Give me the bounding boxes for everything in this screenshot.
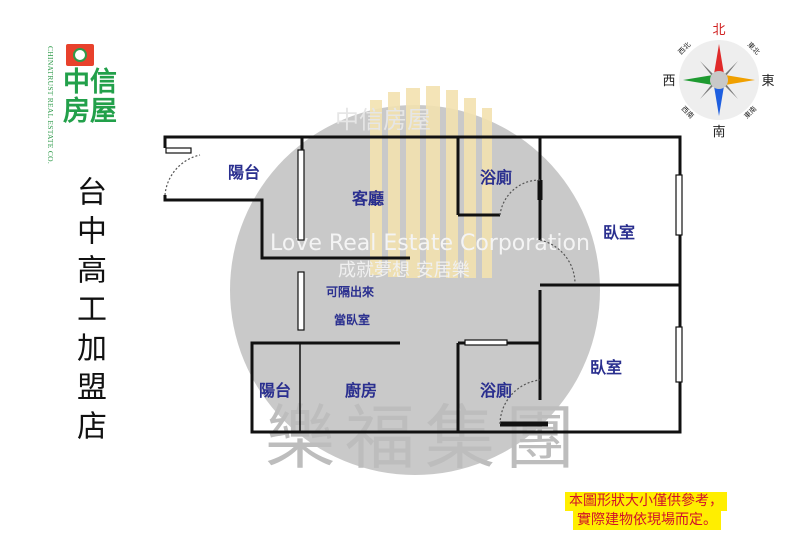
windows [165, 147, 683, 383]
label-bedroom-bottom: 臥室 [590, 358, 622, 377]
compass: 北 南 東 西 東北 西北 東南 西南 [662, 23, 774, 140]
watermark-english: Love Real Estate Corporation [270, 231, 590, 256]
label-balcony-bottom: 陽台 [259, 381, 291, 400]
store-name: 台中高工加盟店 [71, 176, 106, 449]
compass-north: 北 [712, 23, 725, 38]
room-labels: 陽台 客廳 浴廁 臥室 可隔出來 當臥室 陽台 廚房 浴廁 臥室 [228, 163, 635, 400]
watermark-slogan: 成就夢想 安居樂 [338, 260, 470, 281]
label-kitchen: 廚房 [345, 381, 377, 400]
compass-south: 南 [712, 124, 725, 140]
disclaimer-line-2: 實際建物依現場而定。 [573, 511, 721, 530]
label-bedroom-top: 臥室 [603, 223, 635, 242]
label-living-room: 客廳 [352, 189, 384, 208]
watermark-brand: 樂福集團 [265, 397, 585, 479]
label-partition-note-2: 當臥室 [334, 312, 370, 327]
compass-east: 東 [761, 73, 774, 89]
logo-chinese: 中信房屋 [63, 67, 117, 127]
door-swings [164, 154, 576, 425]
compass-north-arrow-icon [713, 44, 725, 80]
logo-english: CHINATRUST REAL ESTATE CO. [46, 46, 55, 165]
watermark-faded: 中信房屋 [335, 106, 431, 134]
label-bath-top: 浴廁 [480, 168, 512, 187]
disclaimer-line-1: 本圖形狀大小僅供參考， [565, 492, 727, 511]
watermark-circle [230, 105, 600, 475]
watermark: 中信房屋 Love Real Estate Corporation 成就夢想 安… [230, 86, 600, 479]
label-partition-note-1: 可隔出來 [326, 284, 374, 299]
disclaimer: 本圖形狀大小僅供參考， 實際建物依現場而定。 [565, 492, 727, 530]
label-balcony-top: 陽台 [228, 163, 260, 182]
label-bath-bottom: 浴廁 [480, 381, 512, 400]
compass-west: 西 [662, 74, 675, 89]
logo-icon [66, 44, 94, 66]
